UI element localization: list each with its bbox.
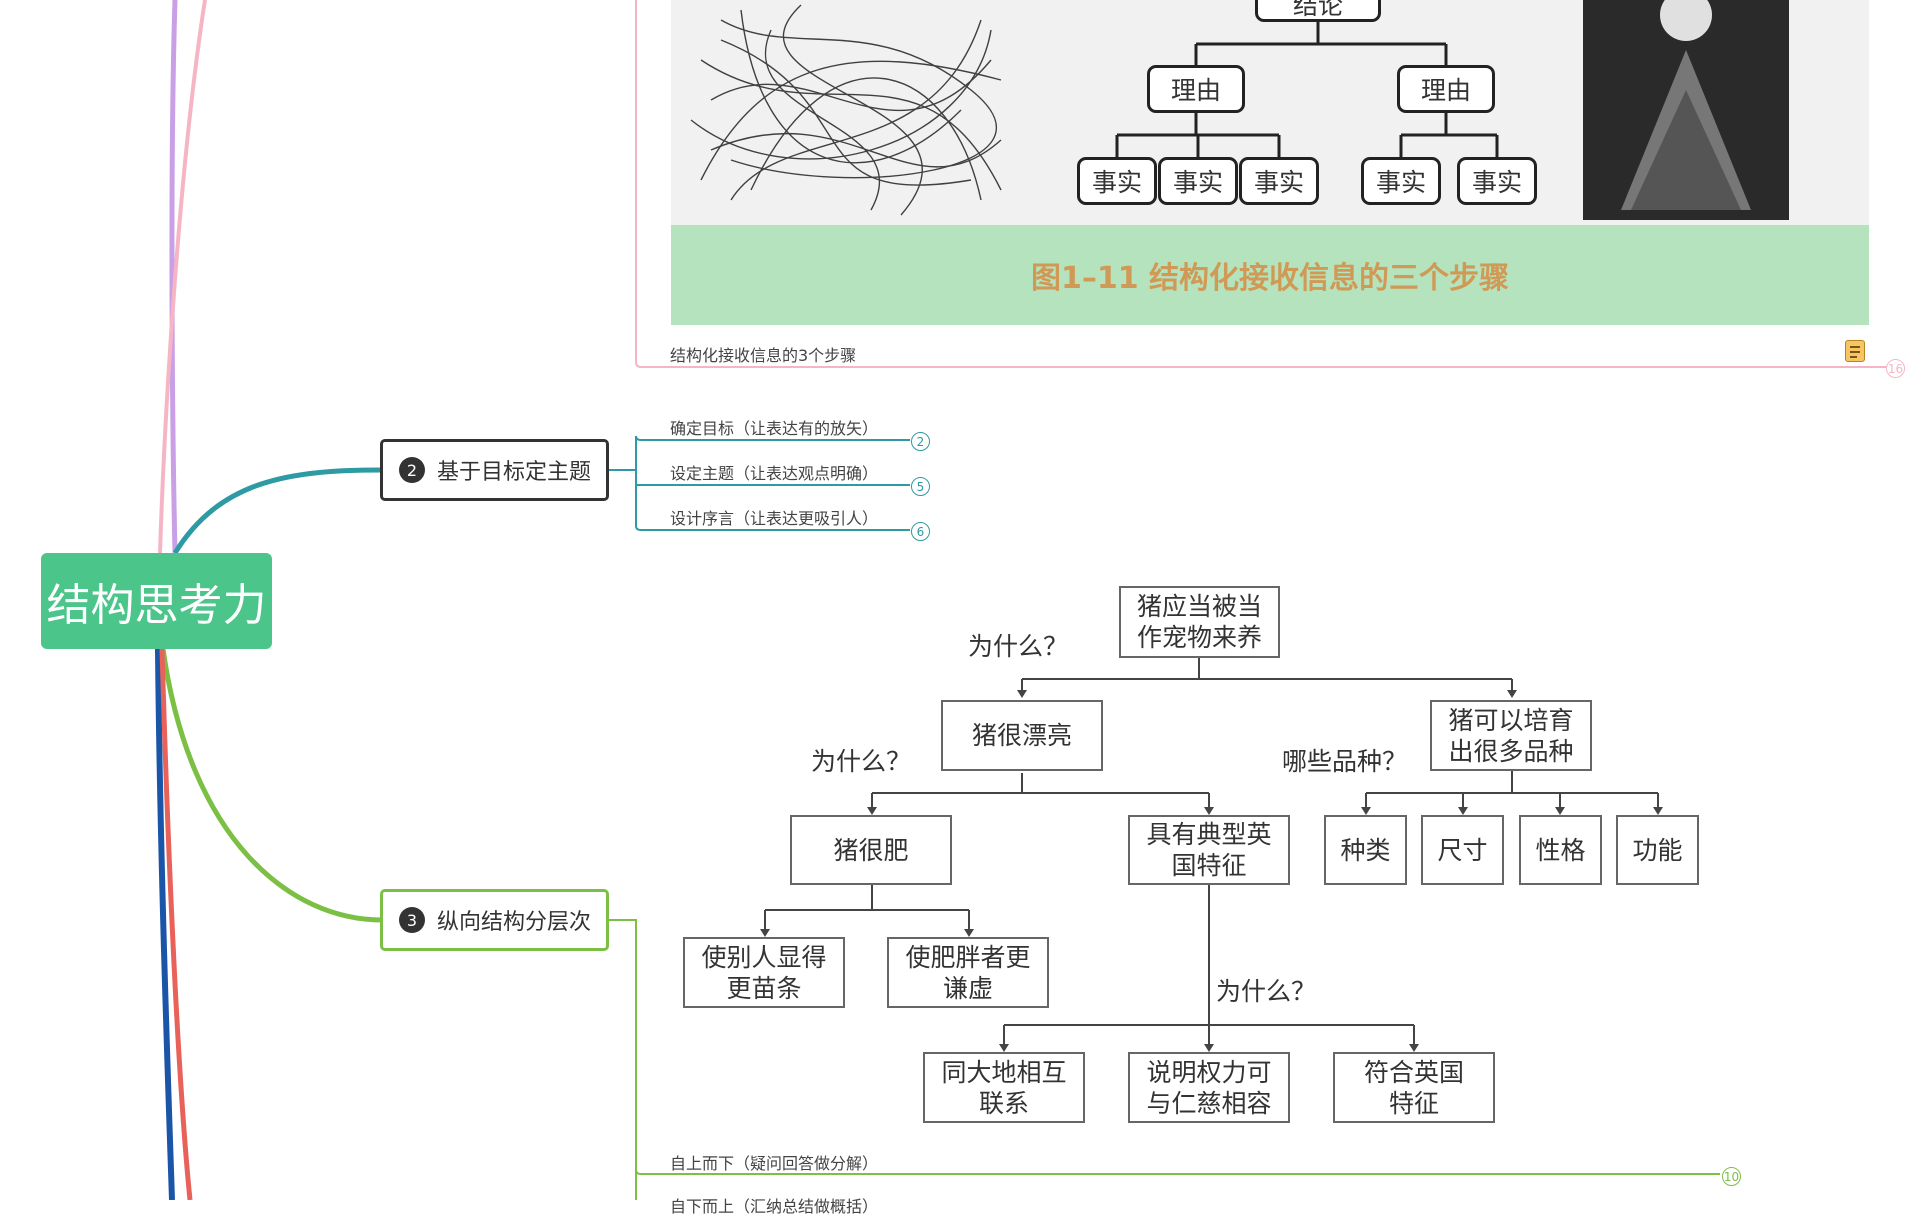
branch-label: 纵向结构分层次 (437, 910, 592, 935)
figure-node-conclusion: 结论 (1255, 0, 1381, 22)
collapsed-count-badge[interactable]: 10 (1722, 1167, 1741, 1186)
tree-node-british: 具有典型英 国特征 (1128, 815, 1290, 885)
figure-frame-line (635, 0, 1890, 368)
question-why: 为什么？ (811, 747, 912, 776)
teal-branch-line (172, 467, 383, 555)
figure-node-reason: 理由 (1397, 65, 1495, 113)
child-design-preface[interactable]: 设计序言（让表达更吸引人） (670, 509, 879, 528)
figure-node-fact: 事实 (1457, 157, 1537, 205)
tree-node-humble: 使肥胖者更 谦虚 (887, 937, 1049, 1008)
figure-node-label[interactable]: 结构化接收信息的3个步骤 (670, 346, 857, 365)
tree-connectors (764, 658, 1659, 1050)
child-set-target[interactable]: 确定目标（让表达有的放矢） (670, 419, 879, 438)
scribble-illustration (690, 0, 1789, 220)
child-top-down[interactable]: 自上而下（疑问回答做分解） (670, 1154, 879, 1173)
blue-branch-line (155, 648, 175, 1200)
tree-node-slim: 使别人显得 更苗条 (683, 937, 845, 1008)
tree-node-earth: 同大地相互 联系 (923, 1052, 1085, 1123)
tree-arrowheads (760, 690, 1663, 1052)
purple-branch-line (169, 0, 178, 554)
tree-node-fat: 猪很肥 (790, 815, 952, 885)
tree-node-kind: 性格 (1519, 815, 1602, 885)
figure-node-fact: 事实 (1361, 157, 1441, 205)
question-why: 为什么？ (1216, 977, 1317, 1006)
figure-node-fact: 事实 (1077, 157, 1157, 205)
figure-node-fact: 事实 (1158, 157, 1238, 205)
branch-target-theme[interactable]: 2 基于目标定主题 (380, 439, 609, 501)
branch-vertical-structure[interactable]: 3 纵向结构分层次 (380, 889, 609, 951)
branch-number-badge: 2 (399, 457, 425, 483)
collapsed-count-badge[interactable]: 5 (911, 477, 930, 496)
figure-node-reason: 理由 (1147, 65, 1245, 113)
figure-node-fact: 事实 (1239, 157, 1319, 205)
note-icon[interactable] (1845, 340, 1865, 362)
branch2-children-connector (609, 435, 910, 531)
branch-number-badge: 3 (399, 907, 425, 933)
tree-node-power: 说明权力可 与仁慈相容 (1128, 1052, 1290, 1123)
root-topic[interactable]: 结构思考力 (41, 553, 272, 649)
tree-node-pretty: 猪很漂亮 (941, 700, 1103, 771)
collapsed-count-badge[interactable]: 2 (911, 432, 930, 451)
figure-caption: 图1–11 结构化接收信息的三个步骤 (1030, 261, 1510, 296)
tree-node-breeds: 猪可以培育 出很多品种 (1430, 700, 1592, 771)
collapsed-count-badge[interactable]: 6 (911, 522, 930, 541)
figure-image[interactable]: 结论 理由 理由 事实 事实 事实 事实 事实 图1–11 结构化接收信息的三个… (671, 0, 1869, 325)
red-branch-line (159, 648, 193, 1200)
figure-caption-bar: 图1–11 结构化接收信息的三个步骤 (671, 225, 1869, 325)
child-bottom-up[interactable]: 自下而上（汇纳总结做概括） (670, 1197, 879, 1216)
tree-node-kind: 种类 (1324, 815, 1407, 885)
question-why: 为什么？ (968, 632, 1069, 661)
pink-branch-line (158, 0, 207, 554)
branch-label: 基于目标定主题 (437, 460, 592, 485)
question-which-breeds: 哪些品种？ (1282, 747, 1408, 776)
tree-node-kind: 尺寸 (1421, 815, 1504, 885)
child-set-theme[interactable]: 设定主题（让表达观点明确） (670, 464, 879, 483)
tree-node-kind: 功能 (1616, 815, 1699, 885)
tree-root-box: 猪应当被当 作宠物来养 (1119, 586, 1280, 658)
green-branch-line (160, 648, 383, 923)
tree-node-english: 符合英国 特征 (1333, 1052, 1495, 1123)
branch3-children-connector (609, 919, 1720, 1200)
collapsed-count-badge[interactable]: 16 (1886, 359, 1905, 378)
